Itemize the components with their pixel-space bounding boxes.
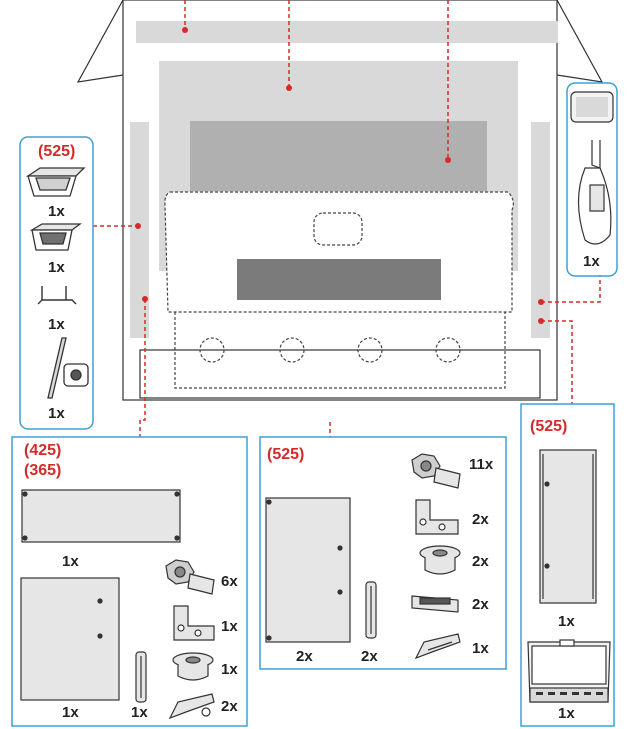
side-panel-icon [265,497,351,643]
foot-bracket-qty: 2x [221,698,238,715]
rail-qty: 2x [361,648,378,665]
foot-bracket-icon [168,693,215,720]
small-tray-icon [29,223,82,251]
rail-icon [135,651,147,703]
large-tray-qty: 1x [48,203,65,220]
rail-qty: 1x [131,704,148,721]
manual-and-cable-qty: 1x [583,253,600,270]
box-inner-panel [190,121,487,191]
bottom-mid-code: (525) [267,446,305,463]
left-panel-code: (525) [38,143,76,160]
left-parts-panel [19,136,94,430]
bracket-icon [37,286,77,305]
bottom-right-code: (525) [530,418,568,435]
clip-bar-icon [411,595,459,613]
wide-panel-icon [21,489,181,543]
packaging-box [76,0,604,401]
front-panel-icon [527,639,611,703]
manual-and-cable-icon [570,91,614,245]
product-handle [313,212,363,246]
spacer-icon [419,545,461,575]
angle-bracket-icon [173,605,215,641]
clip-bar-qty: 2x [472,596,489,613]
tall-panel-icon [539,449,597,604]
angle-bracket-qty: 2x [472,511,489,528]
small-tray-qty: 1x [48,259,65,276]
foot-bracket-icon [414,633,461,660]
angle-bracket-qty: 1x [221,618,238,635]
product-display [237,259,441,300]
spacer-icon [172,652,214,681]
spacer-qty: 1x [221,661,238,678]
bottom-left-code-2: (365) [24,462,62,479]
screw-icon [411,453,461,489]
screw-qty: 11x [469,456,494,473]
rod-and-clip-qty: 1x [48,405,65,422]
wide-panel-qty: 1x [62,553,79,570]
rail-icon [365,581,377,639]
bracket-qty: 1x [48,316,65,333]
side-panel-qty: 1x [62,704,79,721]
leader-lines [93,0,601,437]
rod-and-clip-icon [47,337,89,399]
box-top-strip [136,21,558,43]
spacer-qty: 2x [472,553,489,570]
screw-icon [165,559,215,595]
angle-bracket-icon [415,499,459,535]
large-tray-icon [25,167,86,197]
side-panel-icon [20,577,120,701]
box-right-strip [531,122,550,338]
foot-bracket-qty: 1x [472,640,489,657]
side-panel-qty: 2x [296,648,313,665]
bottom-left-code-1: (425) [24,442,62,459]
tall-panel-qty: 1x [558,613,575,630]
box-left-strip [130,122,149,338]
front-panel-qty: 1x [558,705,575,722]
screw-qty: 6x [221,573,238,590]
